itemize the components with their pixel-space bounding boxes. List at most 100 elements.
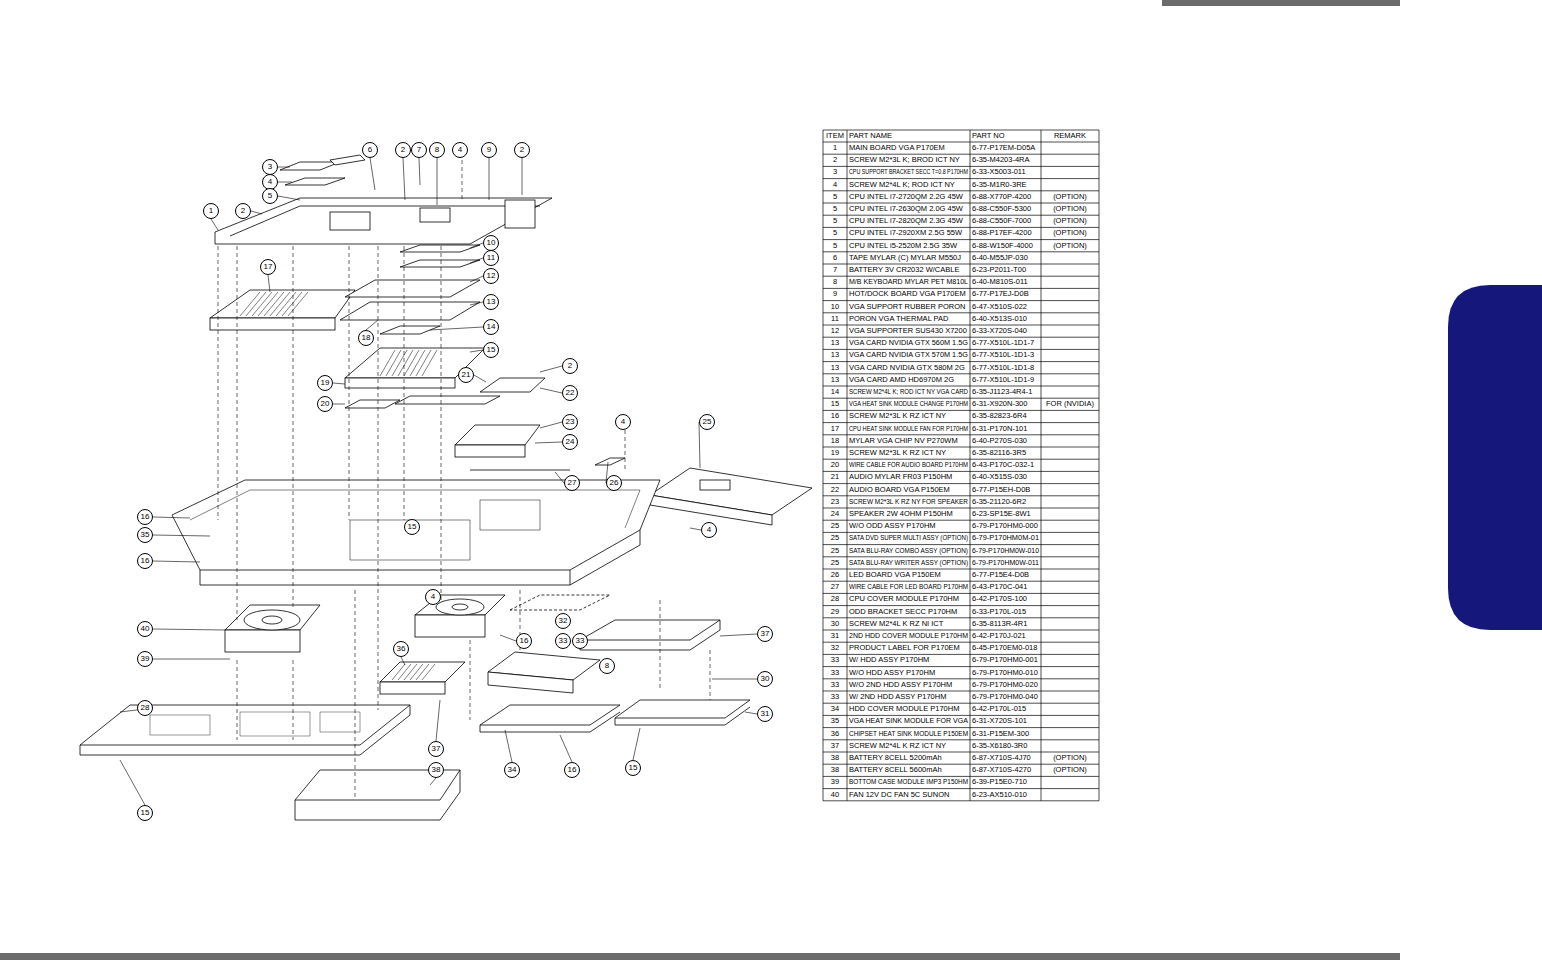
table-cell: 6-88-P17EF-4200: [972, 227, 1039, 239]
table-text: 6-23-AX510-010: [972, 789, 1027, 801]
table-cell: 13: [825, 337, 845, 349]
table-rule: [823, 800, 1099, 801]
callout-number: 6: [362, 142, 378, 158]
table-text: 6-77-P15E4-D0B: [972, 569, 1029, 581]
table-text: 6-43-P170C-032-1: [972, 459, 1034, 471]
callout-number: 1: [203, 203, 219, 219]
callout-number: 16: [137, 509, 153, 525]
item-number: 13: [831, 374, 839, 386]
table-text: 6-87-X710S-4270: [972, 764, 1031, 776]
table-cell: PORON VGA THERMAL PAD: [849, 313, 968, 325]
item-number: 20: [831, 459, 839, 471]
table-text: 6-35-M4203-4RA: [972, 154, 1030, 166]
table-cell: 33: [825, 667, 845, 679]
table-cell: 37: [825, 740, 845, 752]
table-cell: 6-35-21120-6R2: [972, 496, 1039, 508]
item-number: 30: [831, 618, 839, 630]
table-text: SATA BLU-RAY COMBO ASSY (OPTION): [849, 545, 968, 557]
table-rule: [823, 373, 1099, 374]
table-text: W/ HDD ASSY P170HM: [849, 654, 929, 666]
table-rule: [823, 312, 1099, 313]
table-text: 6-23-P2011-T00: [972, 264, 1026, 276]
table-cell: 6-43-P170C-032-1: [972, 459, 1039, 471]
table-cell: 38: [825, 752, 845, 764]
table-text: BATTERY 8CELL 5200mAh: [849, 752, 942, 764]
table-cell: HOT/DOCK BOARD VGA P170EM: [849, 288, 968, 300]
table-cell: CPU INTEL i5-2520M 2.5G 35W: [849, 240, 968, 252]
table-text: 6-79-P170HM0-010: [972, 667, 1038, 679]
table-cell: 6-79-P170HM0-000: [972, 520, 1039, 532]
table-rule: [1041, 130, 1042, 801]
table-cell: 25: [825, 520, 845, 532]
table-text: SCREW M2*4L K RZ NI ICT: [849, 618, 943, 630]
table-rule: [823, 288, 1099, 289]
table-rule: [823, 325, 1099, 326]
table-text: 6-88-W150F-4000: [972, 240, 1033, 252]
item-number: 14: [831, 386, 839, 398]
table-cell: SCREW M2*4L K; ROD ICT NY VGA CARD: [849, 386, 968, 398]
table-rule: [823, 727, 1099, 728]
table-cell: 18: [825, 435, 845, 447]
table-rule: [823, 483, 1099, 484]
callout-number: 23: [562, 414, 578, 430]
table-rule: [823, 703, 1099, 704]
table-cell: 10: [825, 301, 845, 313]
table-cell: TAPE MYLAR (C) MYLAR M550J: [849, 252, 968, 264]
table-cell: 6-77-P15EH-D0B: [972, 484, 1039, 496]
table-cell: CPU INTEL i7-2920XM 2.5G 55W: [849, 227, 968, 239]
item-number: 15: [831, 398, 839, 410]
table-cell: SATA DVD SUPER MULTI ASSY (OPTION): [849, 532, 968, 544]
item-number: 4: [833, 179, 837, 191]
table-cell: 23: [825, 496, 845, 508]
table-text: 6-35-82116-3R5: [972, 447, 1026, 459]
table-cell: 6-87-X710S-4J70: [972, 752, 1039, 764]
table-cell: 6-79-P170HM0-040: [972, 691, 1039, 703]
item-number: 5: [833, 215, 837, 227]
table-cell: VGA CARD AMD HD6970M 2G: [849, 374, 968, 386]
item-number: 5: [833, 240, 837, 252]
table-cell: CPU INTEL i7-2720QM 2.2G 45W: [849, 191, 968, 203]
item-number: 25: [831, 557, 839, 569]
table-text: 6-79-P170HM0-020: [972, 679, 1038, 691]
table-rule: [823, 788, 1099, 789]
table-text: 6-77-X510L-1D1-7: [972, 337, 1034, 349]
table-cell: SCREW M2*3L K; BROD ICT NY: [849, 154, 968, 166]
table-text: PRODUCT LABEL FOR P170EM: [849, 642, 960, 654]
item-number: 38: [831, 764, 839, 776]
table-text: M/B KEYBOARD MYLAR PET M810L: [849, 276, 968, 288]
table-rule: [823, 764, 1099, 765]
item-number: 24: [831, 508, 839, 520]
table-text: 6-77-X510L-1D1-8: [972, 362, 1034, 374]
table-text: 2ND HDD COVER MODULE P170HM: [849, 630, 968, 642]
table-cell: (OPTION): [1043, 215, 1097, 227]
table-text: CPU INTEL i7-2820QM 2.3G 45W: [849, 215, 963, 227]
item-number: 40: [831, 789, 839, 801]
table-text: AUDIO MYLAR FR03 P150HM: [849, 471, 952, 483]
table-cell: 6-79-P170HM0W-011: [972, 557, 1039, 569]
callout-number: 4: [701, 522, 717, 538]
table-cell: SCREW M2*3L K RZ ICT NY: [849, 410, 968, 422]
table-text: 6-31-P15EM-300: [972, 728, 1029, 740]
table-cell: 6-77-X510L-1D1-7: [972, 337, 1039, 349]
table-rule: [823, 166, 1099, 167]
table-cell: (OPTION): [1043, 752, 1097, 764]
table-cell: 6-23-AX510-010: [972, 789, 1039, 801]
table-cell: M/B KEYBOARD MYLAR PET M810L: [849, 276, 968, 288]
table-text: 6-40-X515S-030: [972, 471, 1027, 483]
table-cell: 13: [825, 349, 845, 361]
table-rule: [823, 691, 1099, 692]
item-number: 25: [831, 545, 839, 557]
callout-number: 12: [483, 268, 499, 284]
table-cell: W/ 2ND HDD ASSY P170HM: [849, 691, 968, 703]
table-cell: ITEM: [825, 130, 845, 142]
table-cell: CPU INTEL i7-2630QM 2.0G 45W: [849, 203, 968, 215]
item-number: 5: [833, 191, 837, 203]
table-rule: [823, 520, 1099, 521]
table-cell: 21: [825, 471, 845, 483]
item-number: 38: [831, 752, 839, 764]
table-cell: 6-77-X510L-1D1-8: [972, 362, 1039, 374]
table-text: VGA HEAT SINK MODULE FOR VGA: [849, 715, 968, 727]
table-rule: [823, 617, 1099, 618]
